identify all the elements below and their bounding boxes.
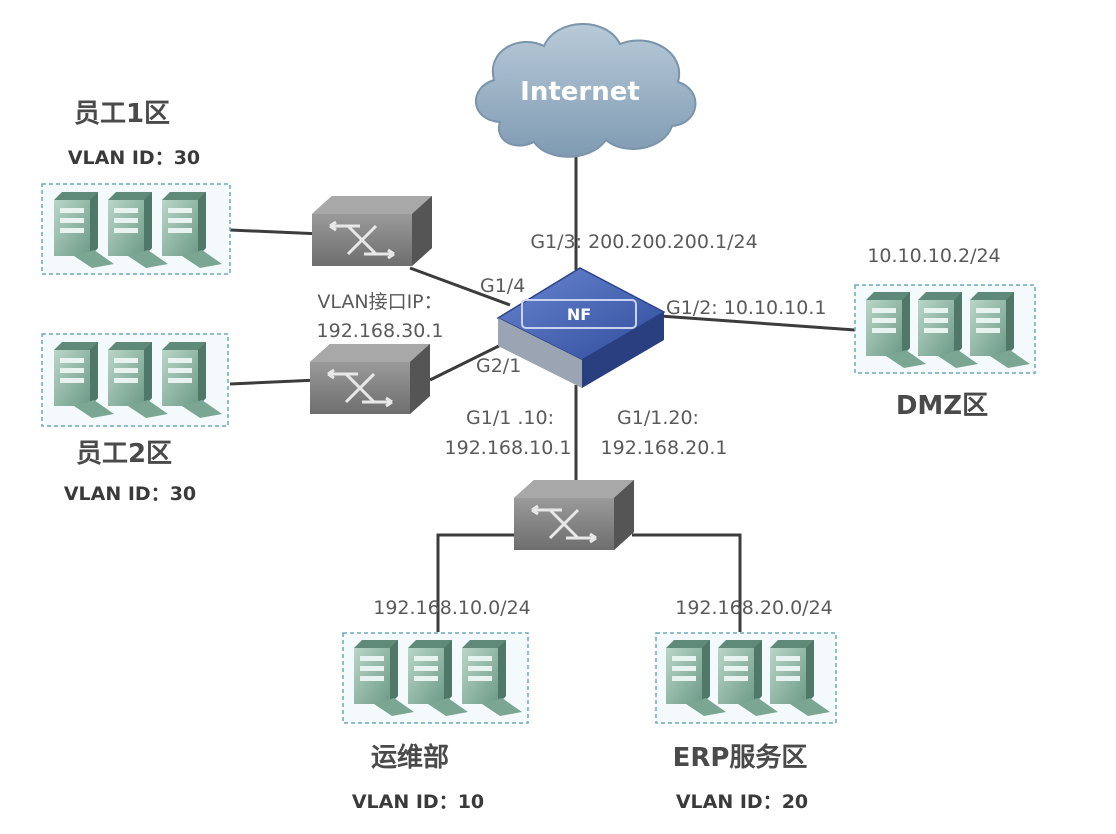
zone-subnet: 192.168.10.0/24: [373, 597, 531, 619]
zone-subnet: 10.10.10.2/24: [867, 245, 1000, 267]
interface-g13-label: G1/3: 200.200.200.1/24: [530, 231, 757, 253]
switch-icon: [310, 194, 434, 268]
firewall-nf: NF: [496, 267, 666, 388]
zone-vlan: VLAN ID：30: [68, 147, 200, 169]
link-switch1-nf: [409, 266, 511, 307]
interface-labels: G1/3: 200.200.200.1/24 G1/4 G2/1 G1/2: 1…: [317, 231, 827, 459]
zone-vlan: VLAN ID：20: [676, 791, 808, 813]
cloud-icon: [475, 23, 697, 158]
link-nf-dmz: [659, 314, 856, 332]
zone-vlan: VLAN ID：10: [352, 791, 484, 813]
zone-title: 员工1区: [74, 99, 170, 129]
switch-icon: [308, 342, 432, 416]
interface-g12-label: G1/2: 10.10.10.1: [666, 297, 826, 319]
zone-ops: 192.168.10.0/24 运维部 VLAN ID：10: [342, 597, 531, 813]
link-switch3-ops: [436, 533, 520, 632]
zone-vlan: VLAN ID：30: [64, 483, 196, 505]
interface-g21-label: G2/1: [476, 355, 521, 377]
zone-title: 运维部: [371, 742, 449, 773]
zone-staff1: 员工1区 VLAN ID：30: [41, 99, 231, 275]
interface-g14-label: G1/4: [480, 275, 525, 297]
interface-g11-20-label: G1/1.20:: [617, 407, 699, 429]
zone-subnet: 192.168.20.0/24: [675, 597, 833, 619]
interface-g11-10-ip: 192.168.10.1: [445, 437, 572, 459]
vlan-interface-ip-label: VLAN接口IP：: [317, 291, 442, 313]
zone-title: ERP服务区: [673, 743, 808, 773]
link-staff2-switch: [229, 378, 319, 386]
zone-title: 员工2区: [76, 439, 172, 469]
zone-title: DMZ区: [896, 391, 988, 421]
interface-g11-20-ip: 192.168.20.1: [601, 437, 728, 459]
internet-cloud: Internet: [475, 23, 697, 158]
interface-g11-10-label: G1/1 .10:: [466, 407, 554, 429]
link-switch3-erp: [632, 533, 742, 632]
firewall-label: NF: [567, 305, 591, 324]
firewall-icon: [496, 267, 666, 388]
links: [229, 150, 856, 632]
link-staff1-switch: [229, 228, 323, 236]
switch-icon: [512, 478, 636, 552]
zone-erp: 192.168.20.0/24 ERP服务区 VLAN ID：20: [655, 597, 837, 813]
internet-label: Internet: [520, 77, 640, 107]
zone-dmz: 10.10.10.2/24 DMZ区: [854, 245, 1036, 421]
zone-staff2: 员工2区 VLAN ID：30: [41, 333, 229, 505]
vlan-interface-ip-value: 192.168.30.1: [317, 320, 444, 342]
